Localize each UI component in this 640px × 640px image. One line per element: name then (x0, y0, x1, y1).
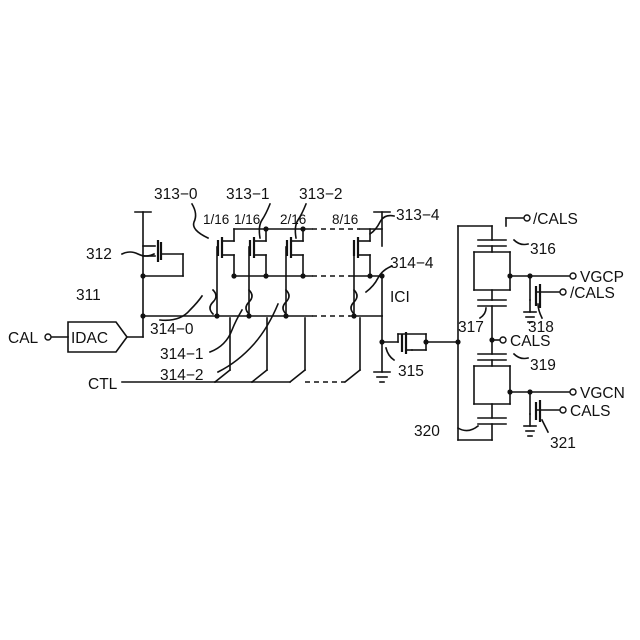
label-314-2: 314−2 (160, 367, 204, 384)
label-313-4: 313−4 (396, 207, 440, 224)
wires (51, 212, 570, 440)
label-313-1: 313−1 (226, 186, 270, 203)
label-312: 312 (86, 246, 112, 263)
label-315: 315 (398, 363, 424, 380)
label-ratio-0: 1/16 (203, 212, 229, 227)
transistor-321 (536, 400, 540, 422)
leaders (122, 204, 548, 432)
label-314-1: 314−1 (160, 346, 204, 363)
switches-314 (210, 290, 357, 314)
label-cals-bar-top: /CALS (533, 211, 578, 228)
transistor-313-1 (250, 229, 266, 276)
transistor-315 (402, 332, 412, 354)
label-idac: IDAC (71, 330, 108, 347)
label-316: 316 (530, 241, 556, 258)
label-314-0: 314−0 (150, 321, 194, 338)
label-319: 319 (530, 357, 556, 374)
transistor-313-0 (218, 229, 234, 276)
label-vgcn: VGCN (580, 385, 625, 402)
label-cals-bar-318: /CALS (570, 285, 615, 302)
label-311: 311 (76, 287, 101, 304)
label-314-4: 314−4 (390, 255, 434, 272)
terminals (45, 215, 576, 413)
labels: CAL IDAC 311 312 313−0 313−1 313−2 313−4… (8, 186, 625, 452)
label-ratio-1: 1/16 (234, 212, 260, 227)
label-cal: CAL (8, 330, 39, 347)
label-313-0: 313−0 (154, 186, 198, 203)
label-313-2: 313−2 (299, 186, 343, 203)
transistor-313-4 (354, 229, 370, 276)
label-320: 320 (414, 423, 440, 440)
label-321: 321 (550, 435, 576, 452)
label-cals-mid: CALS (510, 333, 551, 350)
label-317: 317 (458, 319, 484, 336)
label-vgcp: VGCP (580, 269, 624, 286)
transistor-312 (158, 240, 161, 262)
label-ratio-4: 8/16 (332, 212, 358, 227)
label-ratio-2: 2/16 (280, 212, 306, 227)
label-cals-321: CALS (570, 403, 611, 420)
label-ici: ICI (390, 289, 410, 306)
label-ctl: CTL (88, 376, 118, 393)
